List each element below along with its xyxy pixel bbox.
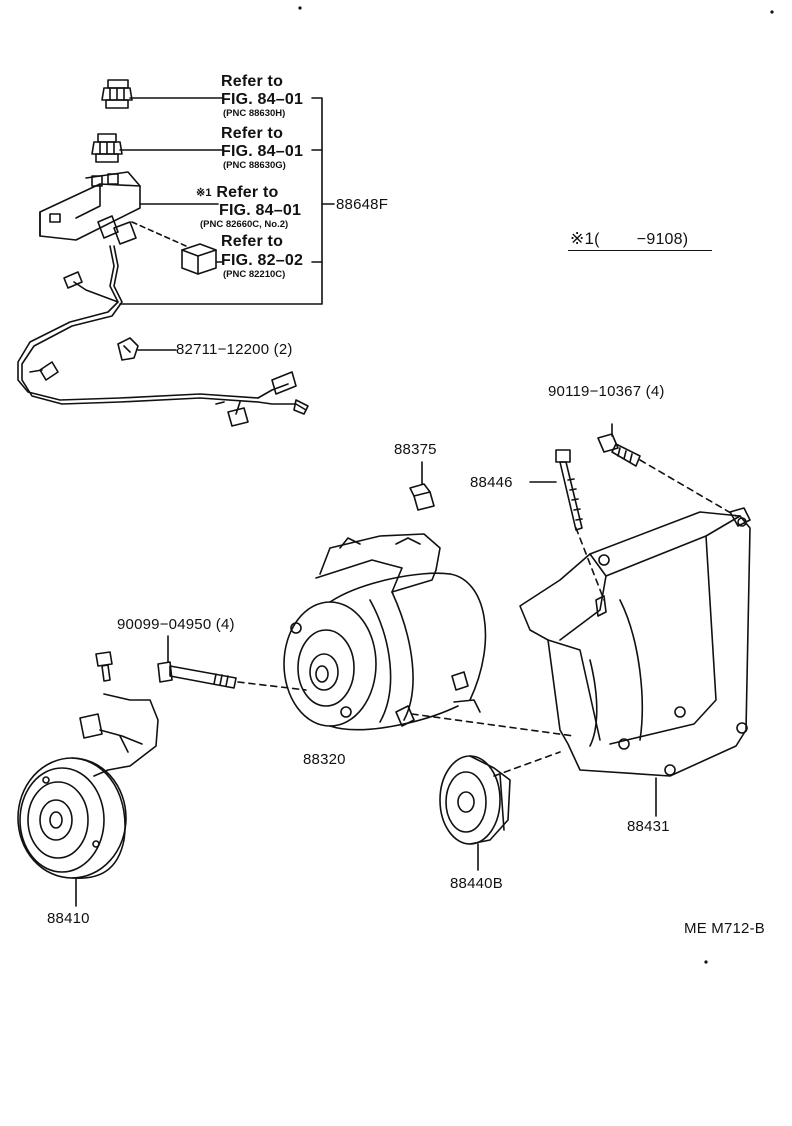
ref-2-figure: FIG. 84–01: [221, 143, 304, 160]
ref-3-pnc: (PNC 82660C, No.2): [200, 219, 289, 230]
part-label-compressor: 88320: [303, 751, 346, 768]
pressure-switch-icon: [101, 79, 133, 109]
long-bolt-icon: [555, 449, 583, 531]
ref-1-line1: Refer to: [221, 73, 284, 90]
ref-1-pnc: (PNC 88630H): [223, 108, 286, 119]
part-label-clutch: 88410: [47, 910, 90, 927]
ref-3-figure: FIG. 84–01: [219, 202, 302, 219]
flange-bolt-icon: [597, 433, 641, 467]
note-mark: ※1: [570, 229, 595, 248]
magnetic-clutch-icon: [17, 757, 127, 880]
clutch-lead-wire-icon: [79, 693, 159, 777]
note-text: ( −9108): [594, 231, 689, 248]
ref-2-pnc: (PNC 88630G): [223, 160, 286, 171]
part-label-compressor-bolt: 90099−04950 (4): [117, 616, 235, 633]
ref-3-mark: ※1: [196, 187, 212, 199]
ref-1-figure: FIG. 84–01: [221, 91, 304, 108]
small-bolt-icon: [95, 651, 113, 682]
part-label-bracket: 88431: [627, 818, 670, 835]
compressor-bolt-icon: [157, 661, 237, 689]
part-label-long-bolt: 88446: [470, 474, 513, 491]
ref-4-pnc: (PNC 82210C): [223, 269, 286, 280]
amplifier-connector-icon: [39, 171, 141, 245]
part-label-cap: 88375: [394, 441, 437, 458]
pressure-switch-icon: [91, 133, 123, 163]
ref-3-line1: ※1 Refer to: [196, 185, 278, 201]
ref-3-text: Refer to: [216, 184, 279, 201]
ref-4-line1: Refer to: [221, 233, 284, 250]
cap-icon: [409, 483, 435, 511]
compressor-bracket-icon: [519, 507, 751, 777]
note-underline: [568, 250, 712, 251]
part-label-idler-pulley: 88440B: [450, 875, 503, 892]
diagram-code: ME M712-B: [684, 920, 765, 937]
applicability-note: ※1( −9108): [570, 229, 689, 248]
relay-icon: [181, 243, 217, 275]
part-label-bracket-bolt: 90119−10367 (4): [548, 383, 665, 400]
part-label-harness: 88648F: [336, 196, 389, 213]
ref-2-line1: Refer to: [221, 125, 284, 142]
part-label-clamp: 82711−12200 (2): [176, 341, 293, 358]
compressor-icon: [283, 533, 487, 731]
ref-4-figure: FIG. 82–02: [221, 252, 304, 269]
idler-pulley-icon: [439, 755, 511, 845]
clamp-icon: [117, 337, 139, 361]
wire-harness-icon: [17, 245, 309, 427]
